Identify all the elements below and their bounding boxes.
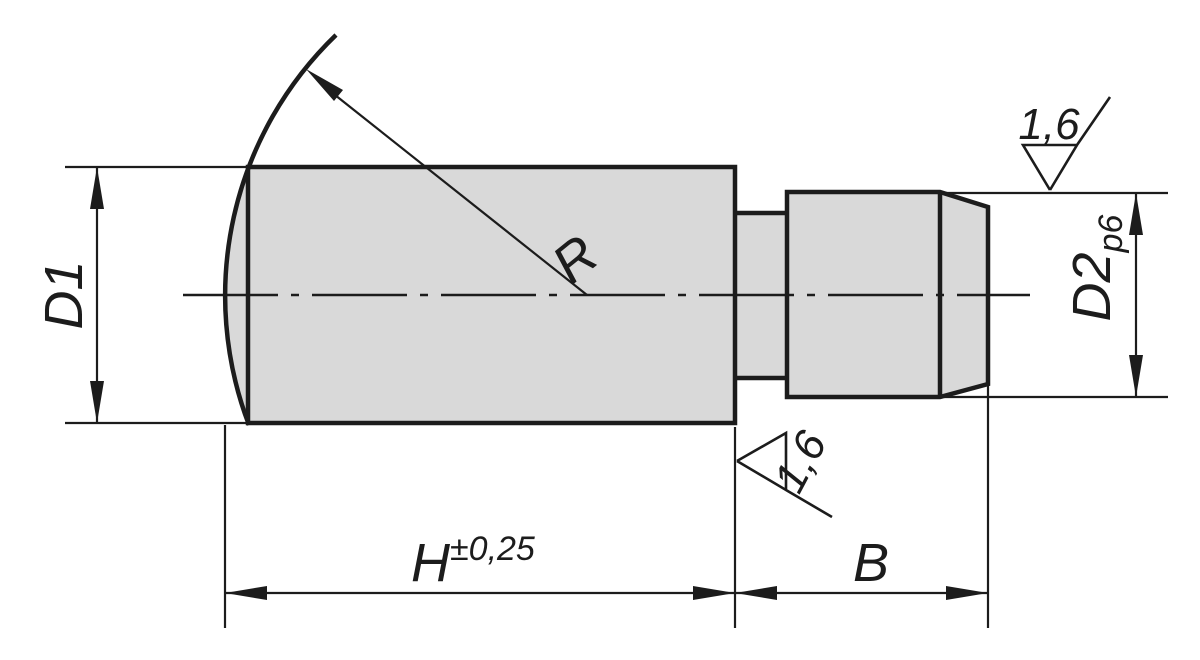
d2-arrow-up — [1129, 193, 1143, 235]
dimension-arrows — [90, 69, 1143, 600]
d1-arrow-up — [90, 167, 104, 209]
roughness-symbol-side-icon — [736, 430, 833, 519]
roughness-symbol-top-icon — [1020, 96, 1112, 191]
label-height-tolerance: ±0,25 — [450, 530, 535, 568]
radius-arrowhead — [306, 69, 343, 101]
label-d2: D2p6 — [1062, 214, 1130, 321]
roughness-side-value: 1,6 — [765, 423, 837, 500]
roughness-symbols — [736, 96, 1112, 519]
d2-arrow-down — [1129, 355, 1143, 397]
roughness-top-value: 1,6 — [1018, 100, 1080, 149]
part-body-outline — [245, 164, 738, 426]
label-height: H±0,25 — [411, 530, 535, 593]
h-arrow-left — [225, 586, 267, 600]
b-arrow-right — [946, 586, 988, 600]
label-b: B — [853, 533, 889, 593]
part-neck-outline — [735, 210, 787, 381]
label-d1: D1 — [34, 260, 94, 329]
h-arrow-right — [693, 586, 735, 600]
d1-arrow-down — [90, 381, 104, 423]
part-head-arc — [222, 33, 338, 426]
radius-leader-line — [329, 90, 588, 296]
b-arrow-left — [735, 586, 777, 600]
part-outlines — [222, 33, 991, 426]
label-d2-fit: p6 — [1092, 214, 1130, 253]
